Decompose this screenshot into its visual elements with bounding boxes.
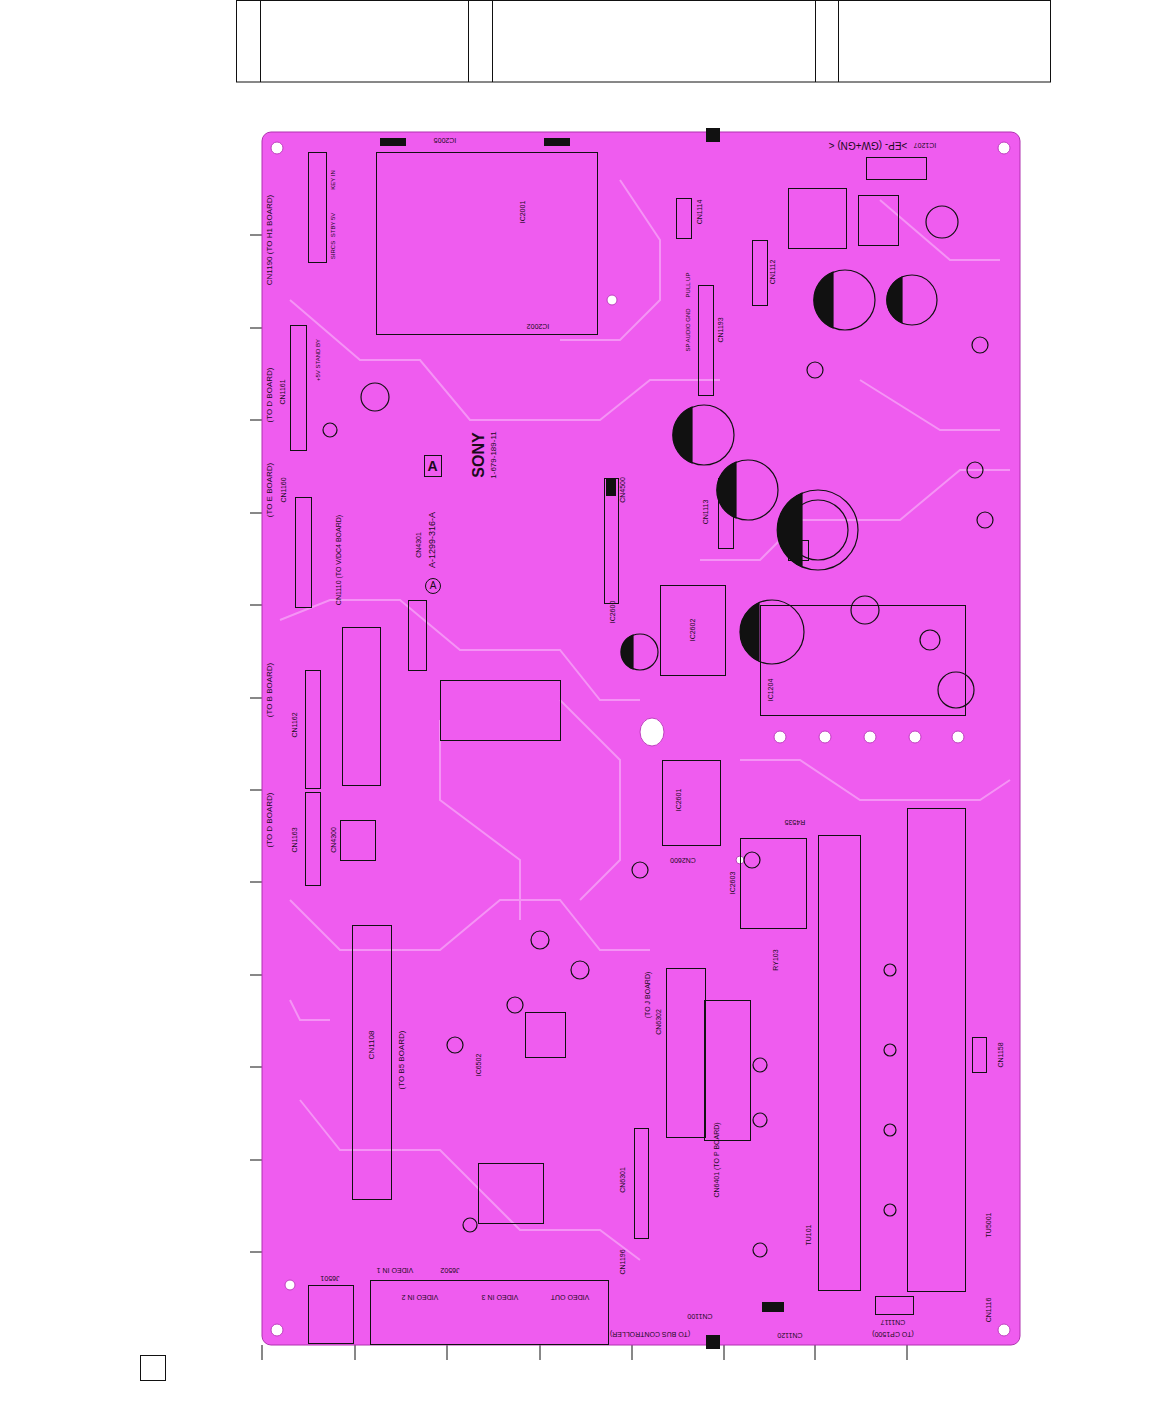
header-table xyxy=(237,0,1051,82)
silkscreen-label: SP AUDIO GND xyxy=(685,308,691,351)
copper-traces xyxy=(280,180,1010,1260)
node-text: A xyxy=(427,459,437,473)
silkscreen-label: (TO CP1500) xyxy=(872,1331,914,1338)
silkscreen-label: IC2600 xyxy=(609,601,616,624)
silkscreen-label: VIDEO OUT xyxy=(551,1294,590,1301)
silkscreen-label: VIDEO IN 2 xyxy=(402,1294,439,1301)
silkscreen-label: CN1196 xyxy=(619,1249,626,1274)
node-text: CN1108 xyxy=(368,1031,376,1060)
page-mark xyxy=(141,1356,166,1381)
silkscreen-label: 1-679-189-11 xyxy=(490,431,498,478)
silkscreen-label: CN1160 xyxy=(280,477,287,502)
silkscreen-label: +5V STAND BY xyxy=(315,339,321,381)
silkscreen-label: CN1120 xyxy=(777,1332,802,1339)
node-text: IC2001 xyxy=(519,201,526,224)
silkscreen-label: (TO D BOARD) xyxy=(266,368,274,423)
silkscreen-label: J6502 xyxy=(440,1267,459,1274)
silkscreen-label: CN1113 xyxy=(702,500,709,525)
silkscreen-label: CN1100 xyxy=(687,1313,712,1320)
silkscreen-label: CN1190 (TO H1 BOARD) xyxy=(266,195,274,285)
electrolytic-capacitors xyxy=(323,206,993,1257)
silkscreen-label: CN1162 xyxy=(291,712,298,737)
silkscreen-label: STBY 5V xyxy=(330,213,336,238)
silkscreen-label: KEY IN xyxy=(330,170,336,190)
outlined-block: IC2001IC2002 xyxy=(376,152,598,335)
silkscreen-label: IC2603 xyxy=(729,872,736,895)
silkscreen-label: IC6502 xyxy=(475,1054,482,1077)
silkscreen-label: CN1110 (TO V/DC4 BOARD) xyxy=(335,515,342,605)
silkscreen-label: TU5001 xyxy=(985,1213,992,1238)
silkscreen-label: CN1158 xyxy=(997,1042,1004,1067)
silkscreen-label: TU101 xyxy=(805,1224,812,1245)
silkscreen-label: CN4300 xyxy=(330,827,337,853)
mounting-holes xyxy=(271,142,1010,1336)
silkscreen-label: CN6301 xyxy=(619,1167,626,1193)
silkscreen-label: CN1114 xyxy=(696,200,703,225)
silkscreen-label: CN4500 xyxy=(619,477,626,503)
node-text: A xyxy=(430,581,437,591)
silkscreen-label: CN1116 xyxy=(985,1298,992,1323)
silkscreen-label: (TO BUS CONTROLLER) xyxy=(610,1331,690,1338)
silkscreen-label: CN1161 xyxy=(279,379,286,404)
silkscreen-label: (TO E BOARD) xyxy=(266,463,274,518)
silkscreen-label: A-1299-316-A xyxy=(428,512,437,568)
outlined-block: (TO J BOARD)CN6302 xyxy=(666,968,706,1138)
pcb-board xyxy=(262,132,1020,1345)
silkscreen-label: SONY xyxy=(471,432,487,477)
silkscreen-label: RY103 xyxy=(772,949,779,970)
dark-pads xyxy=(380,128,784,1349)
silkscreen-label: IC2601 xyxy=(675,789,682,812)
silkscreen-label: CN4301 xyxy=(415,532,422,558)
node-text: (TO B5 BOARD) xyxy=(398,1031,406,1090)
silkscreen-label: IC2005 xyxy=(434,137,457,144)
silkscreen-label: CN1163 xyxy=(291,827,298,852)
silkscreen-label: >EP- (GW+GN) < xyxy=(829,140,908,150)
silkscreen-label: VIDEO IN 3 xyxy=(482,1294,519,1301)
node-text: IC2002 xyxy=(527,323,550,330)
outlined-block: A xyxy=(424,455,442,477)
connector-outlines xyxy=(291,153,987,1345)
silkscreen-label: VIDEO IN 1 xyxy=(377,1267,414,1274)
node-text: (TO J BOARD) xyxy=(644,972,651,1019)
silkscreen-label: (TO D BOARD) xyxy=(266,793,274,848)
silkscreen-label: IC1207 xyxy=(914,142,937,149)
circle-mark: A xyxy=(425,578,441,594)
outlined-block: CN1108(TO B5 BOARD) xyxy=(352,925,392,1200)
silkscreen-label: IC2602 xyxy=(689,619,696,642)
silkscreen-label: CN1117 xyxy=(881,1319,906,1326)
silkscreen-label: PULL UP xyxy=(685,273,691,298)
silkscreen-label: IC1204 xyxy=(767,679,774,702)
silkscreen-label: R4535 xyxy=(785,819,806,826)
silkscreen-label: (TO B BOARD) xyxy=(266,663,274,718)
silkscreen-label: CN1193 xyxy=(717,317,724,342)
silkscreen-label: CN6401 (TO P BOARD) xyxy=(713,1122,720,1197)
silkscreen-label: CN1112 xyxy=(769,260,776,285)
silkscreen-label: J6501 xyxy=(320,1275,339,1282)
silkscreen-label: CN2600 xyxy=(670,857,696,864)
silkscreen-label: SIRCS xyxy=(330,241,336,259)
node-text: CN6302 xyxy=(655,1009,662,1035)
